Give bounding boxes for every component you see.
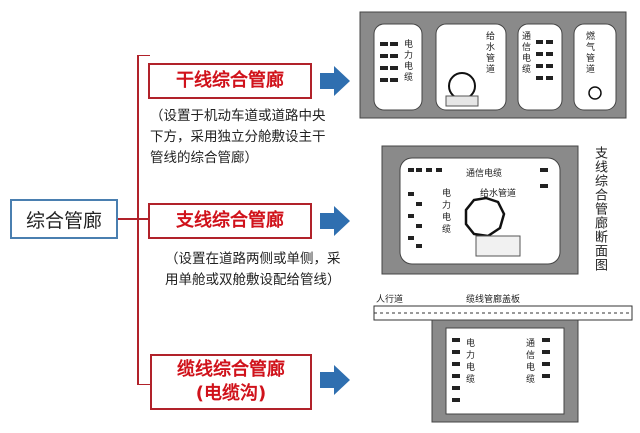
desc-line: 用单舱或双舱敷设配给管线） bbox=[165, 272, 341, 288]
cable-section-diagram: 人行道 缆线管廊盖板 电力电缆 通信电缆 bbox=[372, 290, 634, 424]
label-power: 电力电缆 bbox=[404, 40, 414, 83]
category-trunk-label: 干线综合管廊 bbox=[176, 70, 284, 91]
arrow-right-icon bbox=[320, 206, 350, 236]
category-trunk: 干线综合管廊 bbox=[148, 63, 312, 99]
label-telecom: 通信电缆 bbox=[526, 339, 536, 385]
category-cable-label-1: 缆线综合管廊 bbox=[177, 359, 285, 380]
label-water: 给水管道 bbox=[486, 32, 496, 75]
label-cover: 缆线管廊盖板 bbox=[466, 295, 521, 305]
desc-line: （设置在道路两侧或单侧，采 bbox=[165, 251, 341, 267]
root-node: 综合管廊 bbox=[10, 199, 118, 239]
desc-line: 管线的综合管廊） bbox=[150, 150, 258, 166]
label-telecom: 通信电缆 bbox=[466, 169, 503, 179]
cable-section-shape bbox=[373, 305, 633, 423]
branch-section-diagram: 通信电缆 电力电缆 给水管道 支线综合管廊断面图 bbox=[380, 144, 632, 278]
label-water: 给水管道 bbox=[480, 189, 517, 199]
category-cable: 缆线综合管廊 (电缆沟) bbox=[150, 354, 312, 410]
category-trunk-desc: （设置于机动车道或道路中央 下方，采用独立分舱敷设主干 管线的综合管廊） bbox=[150, 106, 350, 169]
label-sidewalk: 人行道 bbox=[376, 295, 404, 305]
category-branch-desc: （设置在道路两侧或单侧，采 用单舱或双舱敷设配给管线） bbox=[165, 249, 365, 291]
category-branch: 支线综合管廊 bbox=[148, 203, 312, 239]
trunk-section-shape bbox=[359, 11, 627, 119]
desc-line: 下方，采用独立分舱敷设主干 bbox=[150, 129, 326, 145]
arrow-right-icon bbox=[320, 365, 350, 395]
trunk-section-diagram: 电力电缆 给水管道 通信电缆 燃气管道 bbox=[358, 10, 628, 122]
desc-line: （设置于机动车道或道路中央 bbox=[150, 108, 326, 124]
label-gas: 燃气管道 bbox=[586, 32, 596, 75]
branch-section-shape bbox=[381, 145, 579, 275]
label-power: 电力电缆 bbox=[442, 189, 452, 235]
label-power: 电力电缆 bbox=[466, 339, 476, 385]
label-telecom: 通信电缆 bbox=[522, 32, 532, 75]
category-cable-label-2: (电缆沟) bbox=[195, 383, 267, 404]
arrow-right-icon bbox=[320, 66, 350, 96]
root-label: 综合管廊 bbox=[25, 209, 102, 232]
category-branch-label: 支线综合管廊 bbox=[176, 210, 284, 231]
branch-section-title: 支线综合管廊断面图 bbox=[592, 146, 607, 272]
